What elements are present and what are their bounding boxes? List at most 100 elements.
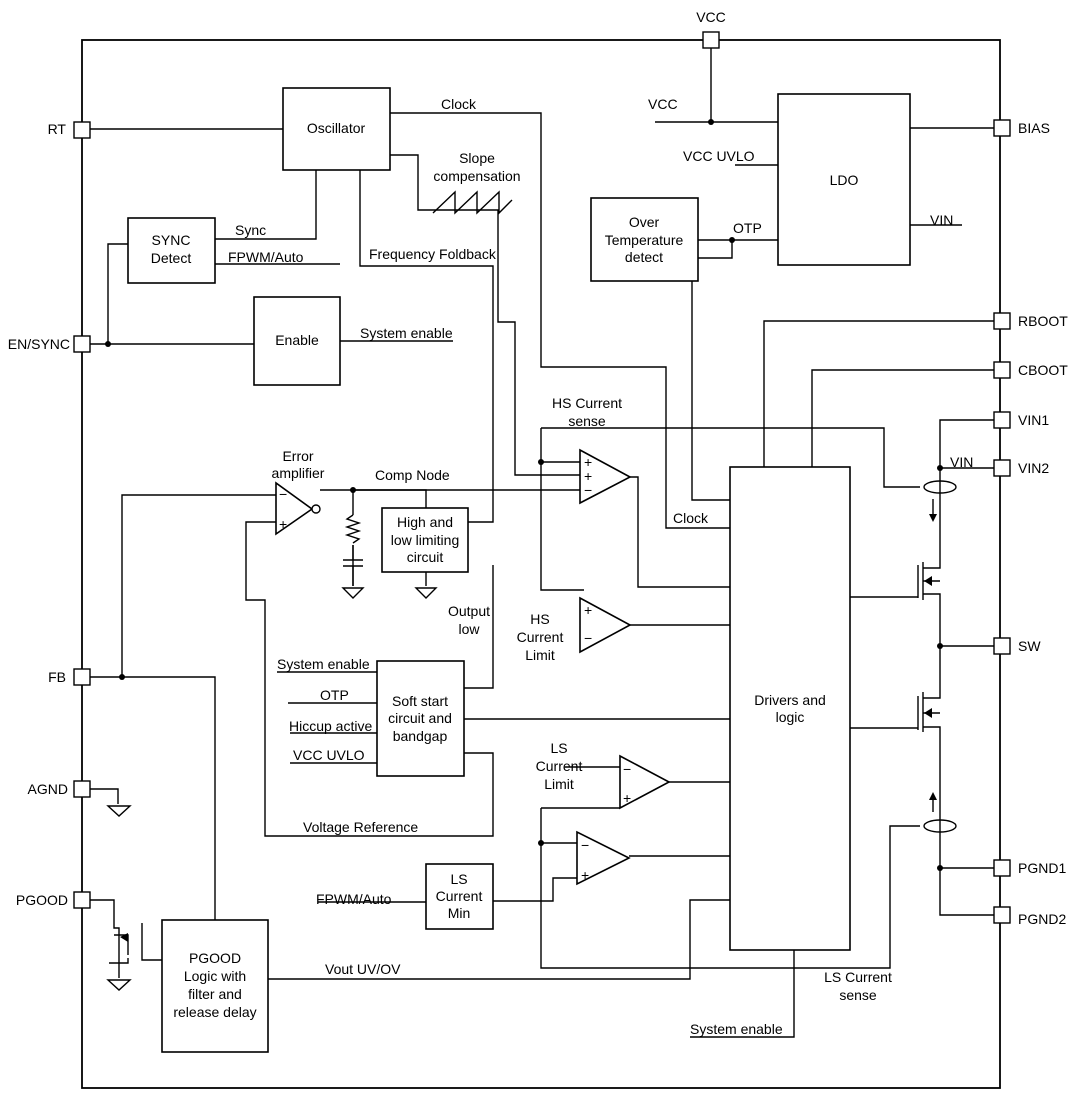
svg-text:+: + xyxy=(584,454,592,470)
svg-text:−: − xyxy=(584,482,592,498)
over-temp-label-2: Temperature xyxy=(605,232,684,248)
over-temperature-block xyxy=(590,197,699,282)
ls-current-limit-comparator xyxy=(619,754,671,810)
svg-text:−: − xyxy=(581,837,589,853)
signal-slope-comp-1: Slope xyxy=(459,150,495,166)
signal-ls-current-sense-2: sense xyxy=(839,987,877,1003)
signal-frequency-foldback: Frequency Foldback xyxy=(369,246,497,262)
pin-label-cboot: CBOOT xyxy=(1018,362,1068,378)
signal-ls-limit-1: LS xyxy=(550,740,567,756)
signal-comp-node: Comp Node xyxy=(375,467,450,483)
pin-label-bias: BIAS xyxy=(1018,120,1050,136)
ls-current-min-block xyxy=(425,863,494,930)
ls-min-label-2: Current xyxy=(436,888,483,904)
limiting-label-1: High and xyxy=(397,514,453,530)
comparators xyxy=(275,448,671,886)
soft-start-label-2: circuit and xyxy=(388,710,452,726)
signal-clock-drv: Clock xyxy=(673,510,709,526)
ldo-label: LDO xyxy=(830,172,859,188)
signal-vcc-uvlo-ldo: VCC UVLO xyxy=(683,148,755,164)
pin-label-agnd: AGND xyxy=(28,781,68,797)
drivers-logic-block xyxy=(729,466,851,951)
signal-fpwm-auto-sync: FPWM/Auto xyxy=(228,249,304,265)
pin-en-sync xyxy=(73,335,91,353)
pin-label-vin1: VIN1 xyxy=(1018,412,1049,428)
soft-start-label-1: Soft start xyxy=(392,693,448,709)
svg-text:+: + xyxy=(584,602,592,618)
comp-network xyxy=(343,514,363,586)
signal-sync: Sync xyxy=(235,222,266,238)
pin-label-rt: RT xyxy=(48,121,67,137)
pin-label-pgnd2: PGND2 xyxy=(1018,911,1066,927)
signal-error-amp-2: amplifier xyxy=(272,465,325,481)
signal-voltage-reference: Voltage Reference xyxy=(303,819,418,835)
pin-label-rboot: RBOOT xyxy=(1018,313,1068,329)
pin-label-en-sync: EN/SYNC xyxy=(8,336,70,352)
signal-ss-system-enable: System enable xyxy=(277,656,370,672)
sync-detect-block xyxy=(127,217,216,284)
pin-vcc xyxy=(702,31,720,49)
pin-label-vin2: VIN2 xyxy=(1018,460,1049,476)
pin-agnd xyxy=(73,780,91,798)
limiting-label-2: low limiting xyxy=(391,532,459,548)
signal-ls-current-sense-1: LS Current xyxy=(824,969,892,985)
ls-current-min-comparator xyxy=(576,830,631,886)
pin-cboot xyxy=(993,361,1011,379)
error-amplifier-triangle xyxy=(275,481,314,536)
signal-error-amp-1: Error xyxy=(282,448,313,464)
pin-label-vcc: VCC xyxy=(696,9,726,25)
pin-label-pgood: PGOOD xyxy=(16,892,68,908)
signal-ss-hiccup: Hiccup active xyxy=(289,718,372,734)
svg-text:−: − xyxy=(584,630,592,646)
pin-label-fb: FB xyxy=(48,669,66,685)
pin-bias xyxy=(993,119,1011,137)
signal-system-enable-en: System enable xyxy=(360,325,453,341)
chip-boundary xyxy=(81,39,1001,1089)
over-temp-label-1: Over xyxy=(629,214,660,230)
enable-block xyxy=(253,296,341,386)
pgood-label-4: release delay xyxy=(173,1004,256,1020)
ground-symbols xyxy=(106,587,438,991)
hs-pwm-comparator xyxy=(579,448,632,505)
signal-vcc-ldo: VCC xyxy=(648,96,678,112)
signal-ss-otp: OTP xyxy=(320,687,349,703)
pins xyxy=(73,31,1011,924)
soft-start-label-3: bandgap xyxy=(393,728,448,744)
signal-ls-limit-3: Limit xyxy=(544,776,574,792)
comparator-signs: − + + + − + − − + − + xyxy=(279,454,631,883)
pgood-label-3: filter and xyxy=(188,986,242,1002)
soft-start-block xyxy=(376,660,465,777)
signal-ss-vcc-uvlo: VCC UVLO xyxy=(293,747,365,763)
pgood-label-2: Logic with xyxy=(184,968,246,984)
pin-fb xyxy=(73,668,91,686)
svg-text:+: + xyxy=(279,516,287,532)
signal-fpwm-auto-ls: FPWM/Auto xyxy=(316,891,392,907)
pin-vin1 xyxy=(993,411,1011,429)
ldo-block xyxy=(777,93,911,266)
pin-rboot xyxy=(993,312,1011,330)
signal-otp-ldo: OTP xyxy=(733,220,762,236)
oscillator-label: Oscillator xyxy=(307,120,366,136)
signal-output-low-1: Output xyxy=(448,603,490,619)
pin-vin2 xyxy=(993,459,1011,477)
svg-text:−: − xyxy=(623,761,631,777)
signal-hs-limit-3: Limit xyxy=(525,647,555,663)
enable-label: Enable xyxy=(275,332,319,348)
signal-vin-switch: VIN xyxy=(950,454,973,470)
svg-text:+: + xyxy=(584,468,592,484)
drivers-label-2: logic xyxy=(776,709,805,725)
svg-text:−: − xyxy=(279,486,287,502)
signal-hs-limit-1: HS xyxy=(530,611,549,627)
sync-detect-label-1: SYNC xyxy=(152,232,191,248)
ls-min-label-1: LS xyxy=(450,871,467,887)
signal-vin-ldo: VIN xyxy=(930,212,953,228)
oscillator-block xyxy=(282,87,391,171)
drivers-label-1: Drivers and xyxy=(754,692,826,708)
signal-vout-uv-ov: Vout UV/OV xyxy=(325,961,401,977)
limiting-circuit-block xyxy=(381,507,469,573)
pgood-label-1: PGOOD xyxy=(189,950,241,966)
pin-pgnd1 xyxy=(993,859,1011,877)
svg-text:+: + xyxy=(623,790,631,806)
pin-label-sw: SW xyxy=(1018,638,1041,654)
